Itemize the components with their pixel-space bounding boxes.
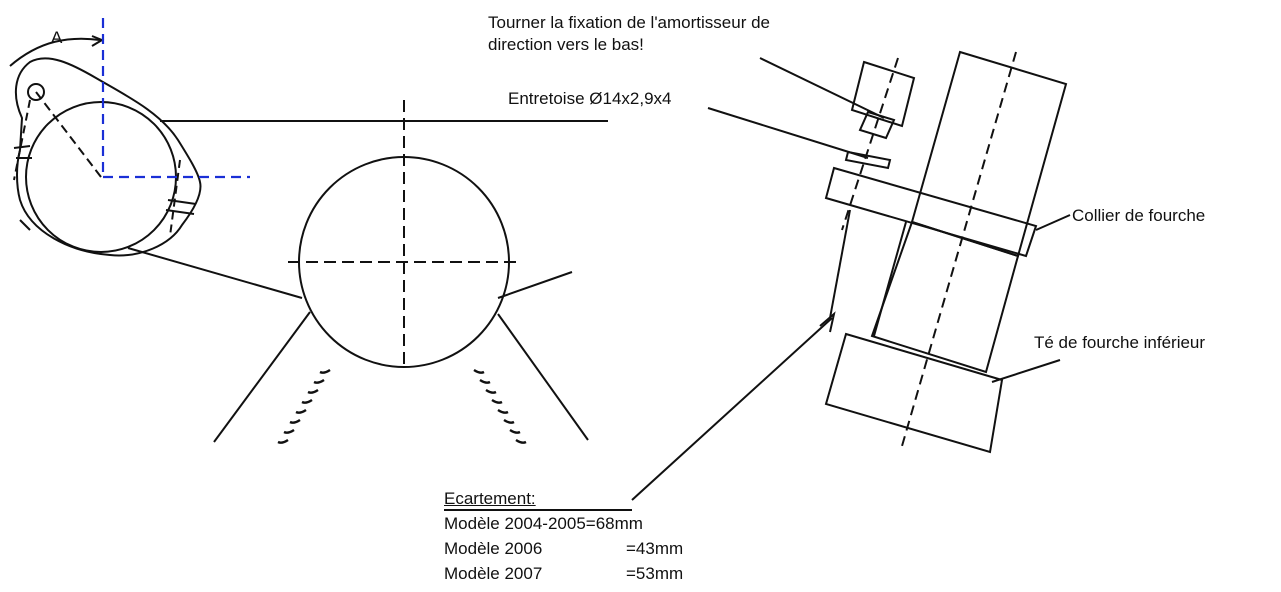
leader-fork-clamp (1035, 214, 1071, 231)
angle-label: A (51, 28, 63, 47)
clamp-body (14, 57, 202, 257)
fork-side-view (824, 50, 1068, 454)
spacing-title: Ecartement: (444, 489, 536, 508)
pivot-radius-line (35, 91, 102, 178)
note-line-1: Tourner la fixation de l'amortisseur de (488, 13, 770, 32)
steering-view (213, 100, 589, 444)
spacing-row-2007: Modèle 2007 =53mm (444, 563, 683, 584)
leader-triple-clamp (991, 359, 1061, 383)
bolt-centerline (13, 99, 181, 237)
pivot-hole (27, 83, 45, 101)
right-leg (497, 313, 589, 441)
spacing-value: =68mm (585, 514, 643, 533)
spacing-row-2006: Modèle 2006 =43mm (444, 538, 683, 559)
fork-centerline-1 (841, 57, 899, 231)
angle-arrow (91, 35, 105, 47)
spacer-washer (844, 150, 892, 170)
slider-edge-2 (873, 221, 907, 337)
fork-clamp-band (824, 166, 1038, 258)
slider-edge (829, 209, 851, 319)
angle-arc (9, 37, 101, 67)
spacing-model: Modèle 2007 (444, 564, 543, 583)
fork-clamp-label: Collier de fourche (1072, 206, 1206, 225)
blue-reference-axes (101, 18, 250, 179)
clamp-slot-right (165, 199, 197, 215)
spacing-model: Modèle 2006 (444, 539, 543, 558)
spacer-label: Entretoise Ø14x2,9x4 (508, 89, 672, 108)
hatch-left (277, 368, 331, 444)
lower-tube (870, 220, 1020, 374)
damper-mount-stem (858, 110, 896, 140)
spacing-value: =53mm (626, 564, 684, 583)
clamp-detail (9, 35, 202, 257)
spacing-value: =43mm (626, 539, 684, 558)
upper-tube (910, 50, 1068, 258)
leader-note (759, 57, 885, 119)
leader-spacing-arrow (819, 311, 836, 333)
right-arm (497, 271, 573, 299)
projection-line-bottom (127, 247, 303, 299)
spacing-row-2004: Modèle 2004-2005=68mm (444, 513, 643, 534)
leader-spacer (707, 107, 869, 159)
damper-mount-block (850, 60, 916, 128)
leader-spacing (631, 317, 833, 501)
lower-triple-clamp-label: Té de fourche inférieur (1034, 333, 1206, 352)
spacing-model: Modèle 2004-2005 (444, 514, 586, 533)
lower-triple-clamp (824, 332, 1004, 454)
hatch-right (473, 368, 527, 444)
note-line-2: direction vers le bas! (488, 35, 644, 54)
clamp-lower-edge (19, 219, 31, 231)
left-leg (213, 311, 311, 443)
fork-centerline-2 (901, 51, 1017, 447)
